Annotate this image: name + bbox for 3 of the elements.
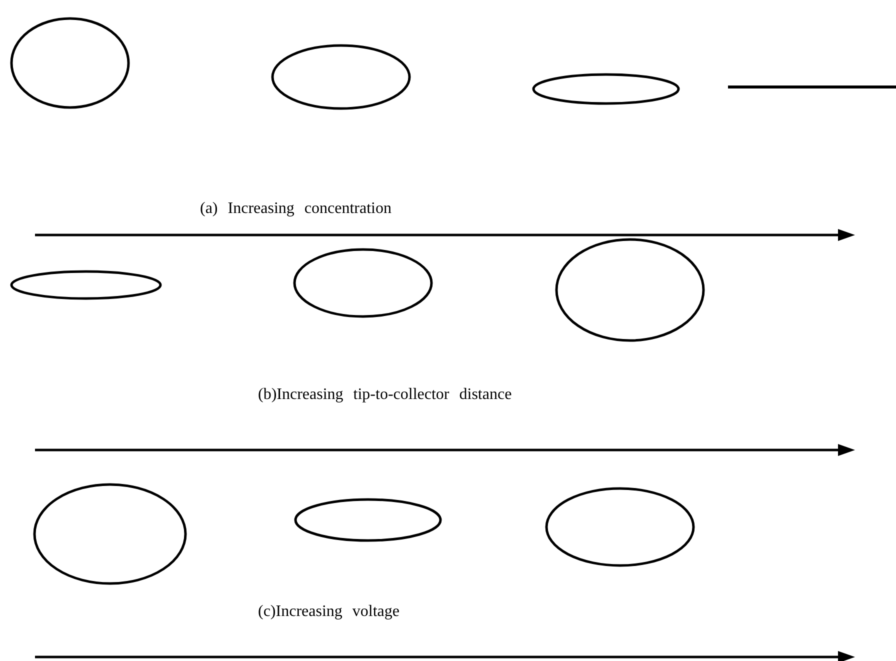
caption-text: (c)Increasing voltage bbox=[258, 603, 400, 621]
caption-text: (a) Increasing concentration bbox=[200, 200, 392, 218]
caption-text: (b)Increasing tip-to-collector distance bbox=[258, 386, 512, 404]
